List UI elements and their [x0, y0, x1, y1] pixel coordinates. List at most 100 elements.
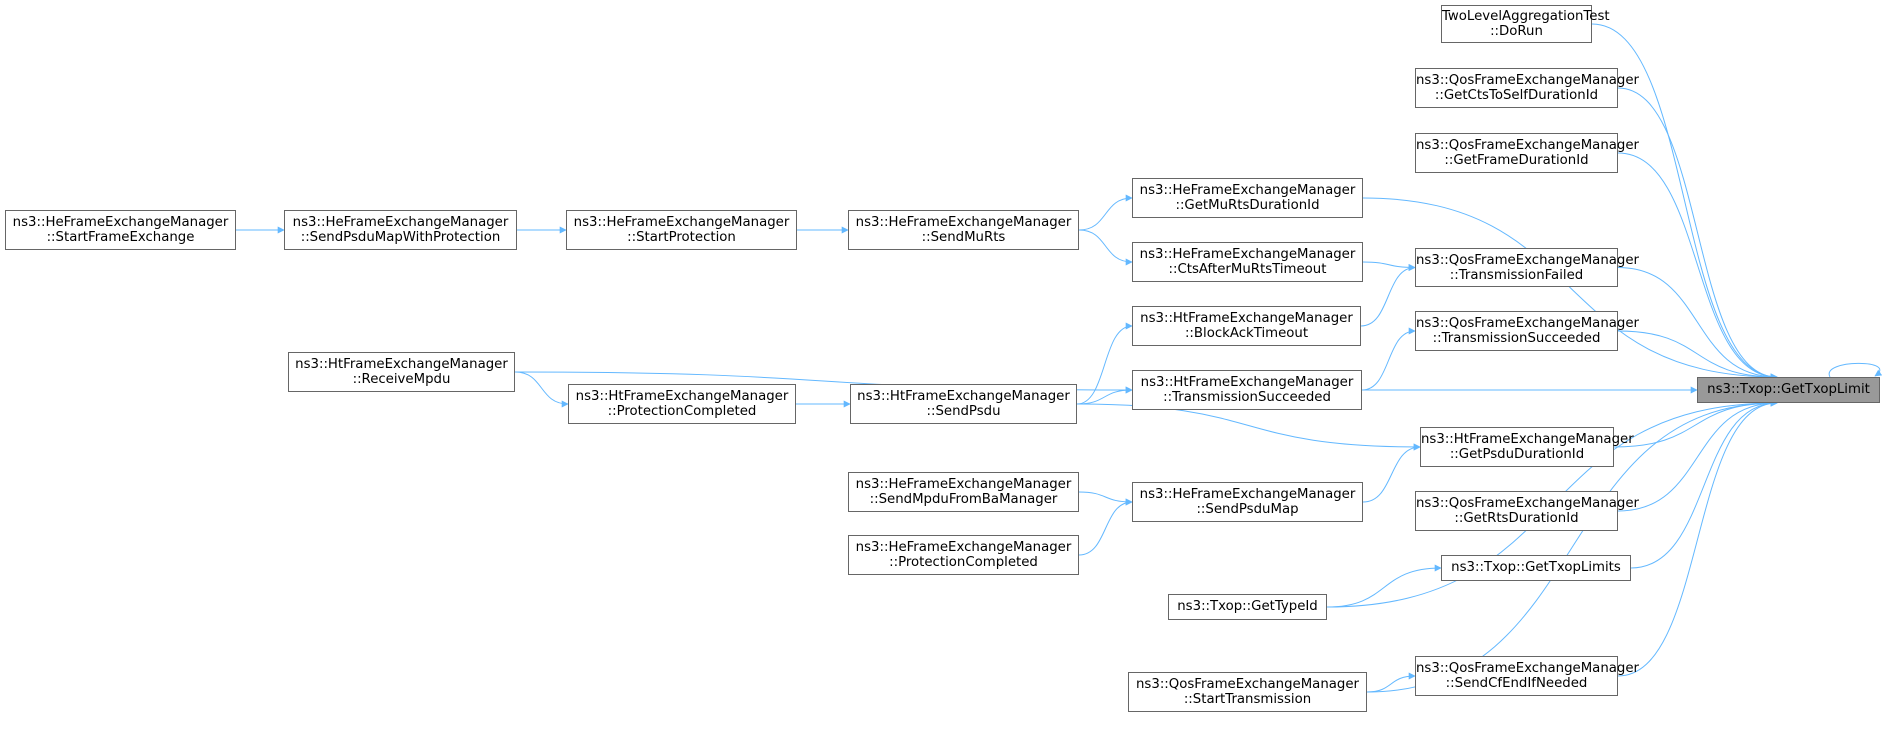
- node-txop-get-txop-limit[interactable]: ns3::Txop::GetTxopLimit: [1697, 377, 1880, 403]
- node-label-line: ::SendMpduFromBaManager: [869, 492, 1058, 507]
- node-label-line: ns3::HtFrameExchangeManager: [295, 357, 508, 372]
- node-qos-send-cf-end-if-needed[interactable]: ns3::QosFrameExchangeManager::SendCfEndI…: [1415, 656, 1639, 696]
- edge-ht_receive_mpdu-to-ht_protection_completed: [514, 371, 569, 408]
- node-label-line: ::StartFrameExchange: [46, 230, 195, 245]
- node-qos-transmission-failed[interactable]: ns3::QosFrameExchangeManager::Transmissi…: [1415, 248, 1639, 287]
- edge-qos_get_frame_duration_id-to-root: [1617, 152, 1778, 381]
- edge-he_protection_completed-to-he_send_psdu_map: [1078, 498, 1133, 556]
- node-ht-transmission-succeeded[interactable]: ns3::HtFrameExchangeManager::Transmissio…: [1132, 370, 1362, 410]
- node-label-line: ns3::HeFrameExchangeManager: [855, 477, 1072, 492]
- node-label-line: ::GetPsduDurationId: [1449, 447, 1585, 462]
- node-label-line: ns3::HeFrameExchangeManager: [1139, 487, 1356, 502]
- node-label-line: ::GetMuRtsDurationId: [1175, 198, 1320, 213]
- node-ht-block-ack-timeout[interactable]: ns3::HtFrameExchangeManager::BlockAckTim…: [1132, 306, 1361, 346]
- edge-txop_get_txop_limits-to-root: [1630, 399, 1778, 569]
- node-label-line: ns3::HtFrameExchangeManager: [1140, 375, 1354, 390]
- node-he-send-psdu-map-with-protection[interactable]: ns3::HeFrameExchangeManager::SendPsduMap…: [284, 210, 517, 250]
- edge-qos_transmission_succeeded-to-root: [1617, 330, 1778, 381]
- edge-txop_get_type_id-to-txop_get_txop_limits: [1326, 564, 1442, 608]
- node-label-line: ::SendPsduMap: [1196, 502, 1299, 517]
- node-label-line: ::DoRun: [1490, 24, 1543, 39]
- node-label-line: ns3::HeFrameExchangeManager: [292, 215, 509, 230]
- node-two-level-aggregation-test-dorun[interactable]: TwoLevelAggregationTest::DoRun: [1441, 5, 1610, 43]
- node-label-line: ns3::QosFrameExchangeManager: [1416, 316, 1639, 331]
- node-label-line: ns3::QosFrameExchangeManager: [1416, 252, 1639, 268]
- node-label-line: ::SendMuRts: [921, 230, 1006, 245]
- edge-qos_get_cts_to_self_duration_id-to-root: [1617, 87, 1778, 381]
- node-label-line: ns3::HeFrameExchangeManager: [855, 215, 1072, 230]
- node-label-line: ns3::HeFrameExchangeManager: [855, 540, 1072, 555]
- edge-qos_transmission_failed-to-root: [1617, 267, 1778, 381]
- edge-root-to-root: [1828, 362, 1883, 378]
- edge-he_send_mu_rts-to-he_cts_after_mu_rts_timeout: [1078, 229, 1133, 266]
- node-label-line: ns3::HeFrameExchangeManager: [573, 215, 790, 230]
- edge-qos_get_rts_duration_id-to-root: [1617, 399, 1778, 512]
- node-label-line: ::StartProtection: [627, 230, 736, 245]
- node-ht-receive-mpdu[interactable]: ns3::HtFrameExchangeManager::ReceiveMpdu: [288, 352, 515, 392]
- edge-ht_send_psdu-to-ht_block_ack_timeout: [1076, 322, 1133, 405]
- node-label-line: ns3::HtFrameExchangeManager: [857, 389, 1070, 404]
- edge-he_cts_after_mu_rts_timeout-to-qos_transmission_failed: [1362, 261, 1416, 271]
- edge-ht_send_psdu-to-ht_get_psdu_duration_id: [1076, 403, 1421, 451]
- node-qos-get-rts-duration-id[interactable]: ns3::QosFrameExchangeManager::GetRtsDura…: [1415, 491, 1639, 531]
- node-he-start-protection[interactable]: ns3::HeFrameExchangeManager::StartProtec…: [566, 210, 797, 250]
- node-label-line: ::TransmissionFailed: [1449, 267, 1584, 283]
- node-label-line: TwoLevelAggregationTest: [1442, 9, 1610, 24]
- node-label-line: ns3::Txop::GetTxopLimits: [1451, 560, 1621, 575]
- node-label-line: ns3::QosFrameExchangeManager: [1416, 496, 1639, 511]
- node-label-line: ::GetCtsToSelfDurationId: [1434, 88, 1599, 103]
- edge-two_level_aggregation_test_dorun-to-root: [1591, 23, 1778, 381]
- node-label-line: ns3::HtFrameExchangeManager: [1421, 432, 1634, 447]
- node-label-line: ::TransmissionSucceeded: [1163, 390, 1331, 405]
- node-label-line: ns3::Txop::GetTxopLimit: [1707, 382, 1870, 397]
- node-label-line: ::SendPsdu: [926, 404, 1001, 419]
- edge-he_send_psdu_map-to-ht_get_psdu_duration_id: [1362, 443, 1421, 503]
- edge-qos_send_cf_end_if_needed-to-root: [1617, 399, 1778, 677]
- node-label-line: ::StartTransmission: [1183, 692, 1312, 707]
- edge-he_get_mu_rts_duration_id-to-root: [1362, 197, 1778, 381]
- node-ht-get-psdu-duration-id[interactable]: ns3::HtFrameExchangeManager::GetPsduDura…: [1420, 427, 1634, 467]
- node-label-line: ns3::QosFrameExchangeManager: [1136, 677, 1359, 692]
- node-label-line: ns3::Txop::GetTypeId: [1177, 599, 1318, 614]
- node-label-line: ::ProtectionCompleted: [889, 555, 1038, 570]
- edge-ht_block_ack_timeout-to-qos_transmission_failed: [1360, 264, 1416, 327]
- node-txop-get-type-id[interactable]: ns3::Txop::GetTypeId: [1168, 594, 1327, 620]
- node-label-line: ns3::HeFrameExchangeManager: [1139, 247, 1356, 262]
- node-he-send-mpdu-from-ba-manager[interactable]: ns3::HeFrameExchangeManager::SendMpduFro…: [848, 472, 1079, 512]
- node-he-get-mu-rts-duration-id[interactable]: ns3::HeFrameExchangeManager::GetMuRtsDur…: [1132, 178, 1363, 218]
- node-qos-get-frame-duration-id[interactable]: ns3::QosFrameExchangeManager::GetFrameDu…: [1415, 133, 1639, 173]
- node-label-line: ::ProtectionCompleted: [607, 404, 757, 419]
- node-he-send-mu-rts[interactable]: ns3::HeFrameExchangeManager::SendMuRts: [848, 210, 1079, 250]
- node-label-line: ::CtsAfterMuRtsTimeout: [1168, 262, 1327, 277]
- node-label-line: ns3::QosFrameExchangeManager: [1416, 661, 1639, 676]
- node-label-line: ns3::QosFrameExchangeManager: [1416, 138, 1639, 153]
- node-label-line: ::SendCfEndIfNeeded: [1445, 676, 1588, 691]
- node-he-start-frame-exchange[interactable]: ns3::HeFrameExchangeManager::StartFrameE…: [5, 210, 236, 250]
- node-he-send-psdu-map[interactable]: ns3::HeFrameExchangeManager::SendPsduMap: [1132, 482, 1363, 522]
- node-label-line: ::TransmissionSucceeded: [1432, 331, 1601, 346]
- node-label-line: ::GetFrameDurationId: [1444, 153, 1589, 168]
- node-qos-transmission-succeeded[interactable]: ns3::QosFrameExchangeManager::Transmissi…: [1415, 311, 1639, 351]
- edge-qos_start_transmission-to-qos_send_cf_end_if_needed: [1366, 672, 1416, 693]
- node-label-line: ns3::QosFrameExchangeManager: [1416, 73, 1639, 88]
- edge-he_send_mpdu_from_ba_manager-to-he_send_psdu_map: [1078, 491, 1133, 506]
- node-label-line: ns3::HtFrameExchangeManager: [1140, 311, 1353, 326]
- node-label-line: ns3::HtFrameExchangeManager: [575, 389, 789, 404]
- node-ht-send-psdu[interactable]: ns3::HtFrameExchangeManager::SendPsdu: [850, 384, 1077, 424]
- node-he-protection-completed[interactable]: ns3::HeFrameExchangeManager::ProtectionC…: [848, 535, 1079, 575]
- node-txop-get-txop-limits[interactable]: ns3::Txop::GetTxopLimits: [1441, 555, 1631, 581]
- node-he-cts-after-mu-rts-timeout[interactable]: ns3::HeFrameExchangeManager::CtsAfterMuR…: [1132, 242, 1363, 282]
- node-qos-get-cts-to-self-duration-id[interactable]: ns3::QosFrameExchangeManager::GetCtsToSe…: [1415, 68, 1639, 108]
- node-label-line: ns3::HeFrameExchangeManager: [12, 215, 229, 230]
- edge-he_send_mu_rts-to-he_get_mu_rts_duration_id: [1078, 194, 1133, 231]
- node-label-line: ::GetRtsDurationId: [1454, 511, 1579, 526]
- node-ht-protection-completed[interactable]: ns3::HtFrameExchangeManager::ProtectionC…: [568, 384, 796, 424]
- node-label-line: ::BlockAckTimeout: [1184, 326, 1309, 341]
- node-label-line: ::SendPsduMapWithProtection: [300, 230, 501, 245]
- node-label-line: ns3::HeFrameExchangeManager: [1139, 183, 1356, 198]
- node-label-line: ::ReceiveMpdu: [352, 372, 451, 387]
- edge-ht_transmission_succeeded-to-qos_transmission_succeeded: [1361, 327, 1416, 391]
- node-qos-start-transmission[interactable]: ns3::QosFrameExchangeManager::StartTrans…: [1128, 672, 1367, 712]
